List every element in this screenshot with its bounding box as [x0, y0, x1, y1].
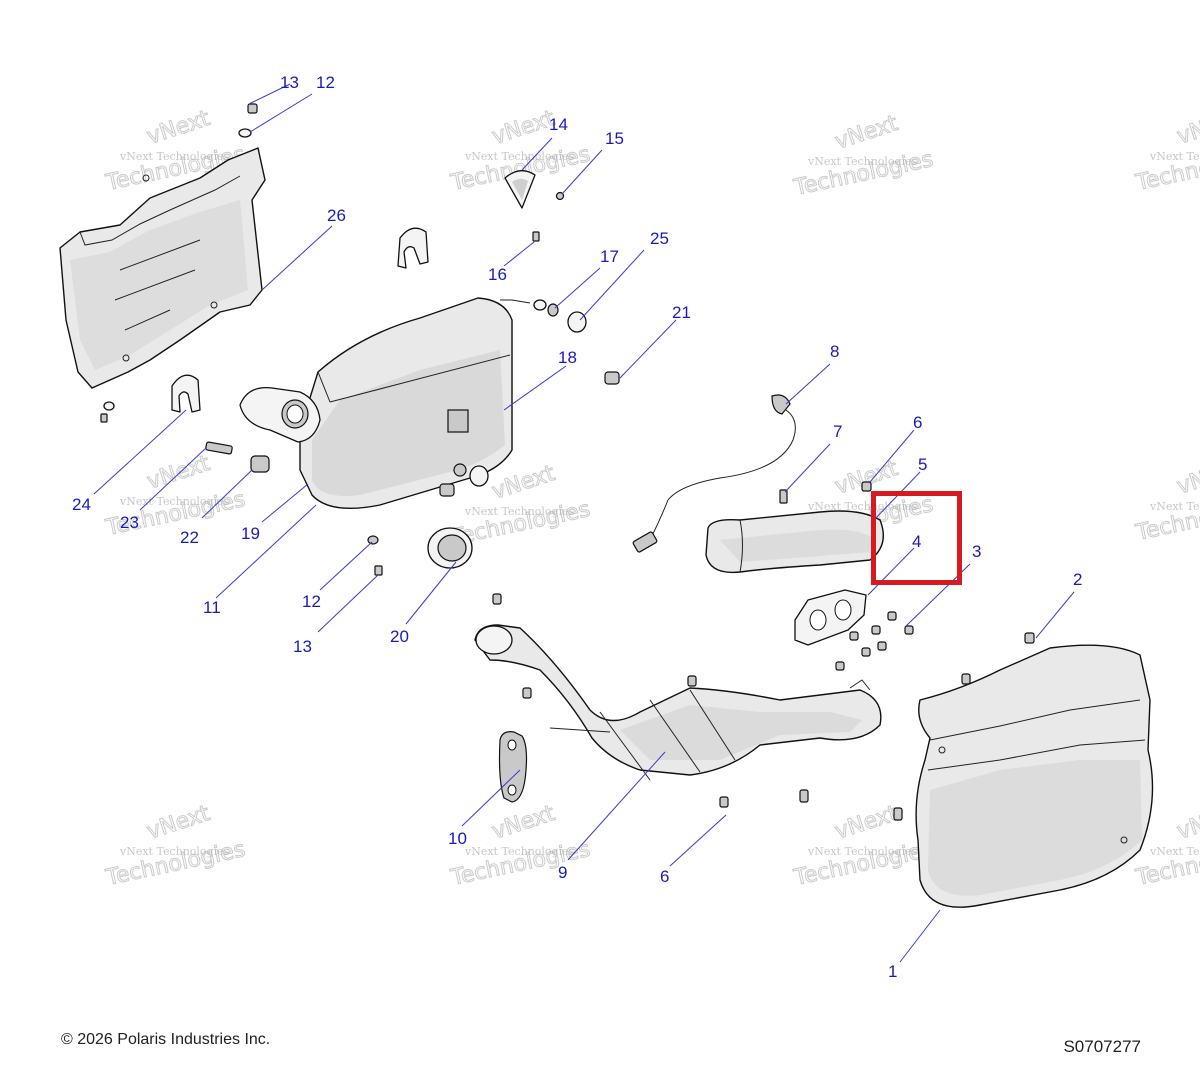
tail-cone	[504, 170, 536, 209]
nut-6-top	[861, 481, 872, 492]
bolt-washer-top	[238, 103, 258, 138]
svg-text:vNext: vNext	[489, 106, 558, 150]
bolt-13-lower	[374, 565, 383, 576]
svg-text:vNext: vNext	[1174, 456, 1200, 500]
washer-12-lower	[367, 535, 379, 545]
callout-17: 17	[600, 247, 619, 266]
clamp-bracket	[171, 374, 201, 413]
callout-13-top: 13	[280, 73, 299, 92]
callout-2: 2	[1073, 570, 1082, 589]
callout-12-top: 12	[316, 73, 335, 92]
spring-11	[439, 483, 455, 497]
header-bolts	[835, 611, 914, 671]
nut-small	[555, 191, 565, 201]
bolt-24	[100, 413, 108, 423]
bolt-16	[532, 231, 540, 242]
svg-text:vNext: vNext	[832, 801, 901, 845]
svg-text:vNext: vNext	[144, 801, 213, 845]
svg-text:vNext: vNext	[832, 111, 901, 155]
svg-text:vNext: vNext	[144, 106, 213, 150]
callout-24: 24	[72, 495, 91, 514]
bolt-2	[1024, 632, 1035, 644]
svg-text:vNext Technologies: vNext Technologies	[464, 150, 575, 163]
highlight-box	[871, 491, 962, 585]
ring-clamp	[427, 527, 473, 569]
callout-10: 10	[448, 829, 467, 848]
callout-1: 1	[888, 962, 897, 981]
callout-11: 11	[203, 598, 221, 617]
svg-text:vNext Technologies: vNext Technologies	[1149, 150, 1200, 163]
exhaust-gasket	[794, 589, 867, 646]
grommet-25	[567, 311, 587, 333]
drawing-number: S0707277	[1063, 1037, 1141, 1056]
svg-text:vNext Technologies: vNext Technologies	[807, 845, 918, 858]
bolt-7	[779, 489, 788, 504]
bolt-stud	[961, 673, 971, 685]
bracket-upper	[397, 227, 429, 269]
callout-12-lower: 12	[302, 592, 321, 611]
callout-19: 19	[241, 524, 260, 543]
svg-text:vNext Technologies: vNext Technologies	[807, 155, 918, 168]
svg-text:vNext: vNext	[144, 451, 213, 495]
callout-9: 9	[558, 863, 567, 882]
callout-13-lower: 13	[293, 637, 312, 656]
callout-23: 23	[120, 513, 139, 532]
callout-18: 18	[558, 348, 577, 367]
nut-6-lower	[719, 796, 729, 808]
svg-text:vNext: vNext	[489, 801, 558, 845]
copyright-text: © 2026 Polaris Industries Inc.	[61, 1031, 271, 1048]
svg-text:vNext Technologies: vNext Technologies	[119, 495, 230, 508]
svg-text:vNext Technologies: vNext Technologies	[464, 505, 575, 518]
callout-6-lower: 6	[660, 867, 669, 886]
callout-7: 7	[833, 422, 842, 441]
bolt-23	[205, 441, 233, 455]
grommet-17	[547, 303, 559, 317]
grommet-11b	[469, 465, 489, 487]
callout-26: 26	[327, 206, 346, 225]
spring-21	[604, 371, 620, 385]
rubber-mount	[498, 731, 528, 803]
callout-25: 25	[650, 229, 669, 248]
callout-22: 22	[180, 528, 199, 547]
bolt-shield	[893, 807, 903, 821]
callout-4: 4	[912, 532, 921, 551]
callout-labels: 1 2 3 4 5 6 6 7 8 9 10 11 12 12 13 13 14…	[72, 73, 1082, 981]
washer-24	[103, 401, 115, 411]
oxygen-sensor	[632, 394, 796, 553]
heat-shield-right	[915, 644, 1154, 908]
exhaust-pipe-catalyst	[474, 593, 882, 781]
spring-22	[250, 455, 270, 473]
callout-20: 20	[390, 627, 409, 646]
svg-text:vNext: vNext	[489, 461, 558, 505]
muffler-inlet	[239, 386, 321, 443]
header-pipe	[705, 510, 884, 574]
callout-6-top: 6	[913, 413, 922, 432]
svg-text:vNext: vNext	[1174, 106, 1200, 150]
bolt-lower	[799, 789, 809, 803]
svg-text:vNext Technologies: vNext Technologies	[464, 845, 575, 858]
callout-15: 15	[605, 129, 624, 148]
callout-16: 16	[488, 265, 507, 284]
svg-text:vNext Technologies: vNext Technologies	[119, 845, 230, 858]
svg-text:vNext Technologies: vNext Technologies	[1149, 845, 1200, 858]
callout-8: 8	[830, 342, 839, 361]
callout-5: 5	[918, 455, 927, 474]
callout-14: 14	[549, 115, 568, 134]
leader-lines	[93, 83, 1075, 963]
callout-21: 21	[672, 303, 691, 322]
grommet-11a	[453, 463, 467, 477]
muffler	[299, 297, 547, 510]
svg-text:vNext: vNext	[1174, 801, 1200, 845]
svg-text:vNext Technologies: vNext Technologies	[119, 150, 230, 163]
svg-text:vNext Technologies: vNext Technologies	[1149, 500, 1200, 513]
callout-3: 3	[972, 542, 981, 561]
